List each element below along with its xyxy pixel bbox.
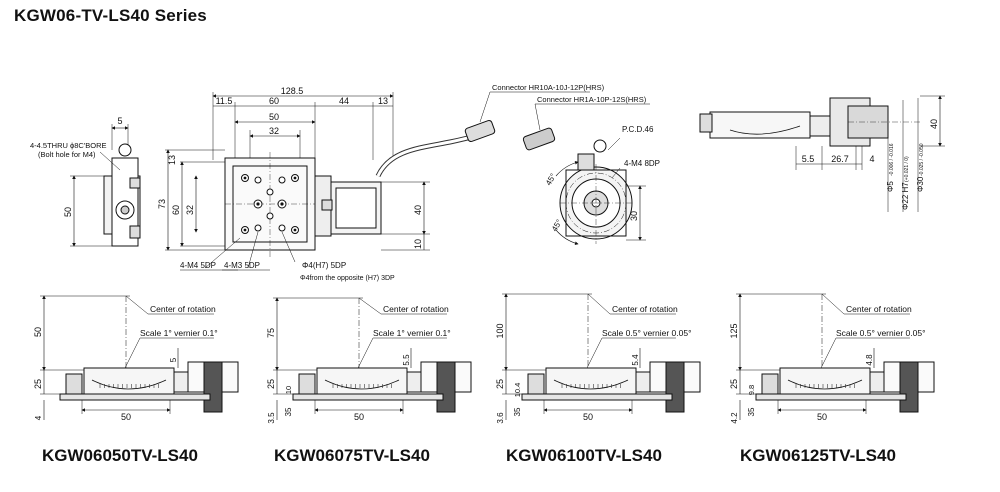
dim-13: 13 — [378, 96, 388, 106]
tol-30: -0.025 / -0.050 — [919, 143, 925, 176]
cable-connectors — [375, 91, 650, 178]
dim-10-v: 10 — [413, 239, 423, 249]
main-top-view — [165, 92, 430, 271]
dim-mid: 10 — [284, 386, 293, 394]
dim-height: 25 — [33, 379, 43, 389]
bolt-note-2: (Bolt hole for M4) — [38, 150, 96, 159]
model-label-1: KGW06050TV-LS40 — [42, 446, 198, 465]
motor-flange-view — [555, 137, 646, 245]
dim-50-v: 50 — [63, 207, 73, 217]
dim-30: 30 — [629, 211, 639, 221]
dim-32: 32 — [269, 126, 279, 136]
connector-1-label: Connector HR10A-10J-12P(HRS) — [492, 83, 605, 92]
diam-5: Φ5 — [886, 181, 895, 192]
dim-radius: 125 — [729, 323, 739, 338]
dim-radius: 100 — [495, 323, 505, 338]
diam-30: Φ30 — [916, 176, 925, 192]
dim-26-7: 26.7 — [831, 154, 849, 164]
dim-60-v: 60 — [171, 205, 181, 215]
dim-small: 5 — [169, 357, 178, 362]
scale-label: Scale 1° vernier 0.1° — [373, 328, 451, 338]
diam-22: Φ22 H7 — [901, 182, 910, 210]
main-view-labels: 128.5 11.5 60 44 13 50 32 5 13 73 60 32 … — [30, 83, 939, 282]
pin-hole-note-1: Φ4(H7) 5DP — [302, 261, 346, 270]
dim-height: 25 — [266, 379, 276, 389]
dim-base: 3.5 — [267, 412, 276, 424]
bolt-note-1: 4-4.5THRU ϕ8C'BORE — [30, 141, 106, 150]
center-of-rotation-label: Center of rotation — [383, 304, 449, 314]
dim-offset: 35 — [513, 407, 522, 416]
dim-height: 25 — [729, 379, 739, 389]
tol-22: (+0.021 / 0) — [904, 156, 910, 182]
tol-5: -0.006 / -0.016 — [889, 143, 895, 176]
dim-small: 5.4 — [631, 354, 640, 366]
model-label-4: KGW06125TV-LS40 — [740, 446, 896, 465]
dim-44: 44 — [339, 96, 349, 106]
dim-40-side: 40 — [929, 119, 939, 129]
model-label-2: KGW06075TV-LS40 — [274, 446, 430, 465]
dim-5-5: 5.5 — [802, 154, 815, 164]
dim-60: 60 — [269, 96, 279, 106]
dim-width: 50 — [583, 412, 593, 422]
model-label-3: KGW06100TV-LS40 — [506, 446, 662, 465]
dim-height: 25 — [495, 379, 505, 389]
dim-mid: 10.4 — [513, 383, 522, 398]
dim-base: 3.6 — [496, 412, 505, 424]
hole-m4-note: 4-M4 5DP — [180, 261, 216, 270]
dim-11-5: 11.5 — [216, 96, 233, 106]
dim-base: 4 — [34, 415, 43, 420]
screw-label: 4-M4 8DP — [624, 159, 660, 168]
dim-73: 73 — [157, 199, 167, 209]
connector-2-label: Connector HR1A-10P-12S(HRS) — [537, 95, 647, 104]
left-side-view — [70, 124, 141, 247]
series-title: KGW06-TV-LS40 Series — [14, 6, 207, 25]
dim-width: 50 — [121, 412, 131, 422]
pcd-label: P.C.D.46 — [622, 125, 654, 134]
dim-small: 4.8 — [865, 354, 874, 366]
dim-13-v: 13 — [167, 155, 177, 165]
right-side-view — [699, 95, 945, 212]
scale-label: Scale 0.5° vernier 0.05° — [602, 328, 692, 338]
dim-width: 50 — [817, 412, 827, 422]
dim-5: 5 — [117, 116, 122, 126]
dim-radius: 50 — [33, 327, 43, 337]
center-of-rotation-label: Center of rotation — [846, 304, 912, 314]
angle-1: 45° — [544, 172, 558, 187]
hole-m3-note: 4-M3 5DP — [224, 261, 260, 270]
dim-offset: 35 — [747, 407, 756, 416]
dim-radius: 75 — [266, 328, 276, 338]
dim-32-v: 32 — [185, 205, 195, 215]
dim-50: 50 — [269, 112, 279, 122]
pin-hole-note-2: Φ4from the opposite (H7) 3DP — [300, 275, 395, 282]
center-of-rotation-label: Center of rotation — [150, 304, 216, 314]
dim-width: 50 — [354, 412, 364, 422]
dim-overall-length: 128.5 — [281, 86, 304, 96]
center-of-rotation-label: Center of rotation — [612, 304, 678, 314]
dim-offset: 35 — [284, 407, 293, 416]
dim-small: 5.5 — [402, 354, 411, 366]
scale-label: Scale 0.5° vernier 0.05° — [836, 328, 926, 338]
dim-mid: 9.8 — [747, 385, 756, 395]
scale-label: Scale 1° vernier 0.1° — [140, 328, 218, 338]
dim-base: 4.2 — [730, 412, 739, 424]
dim-40-v: 40 — [413, 205, 423, 215]
angle-2: 45° — [550, 218, 564, 233]
dim-4: 4 — [869, 154, 874, 164]
